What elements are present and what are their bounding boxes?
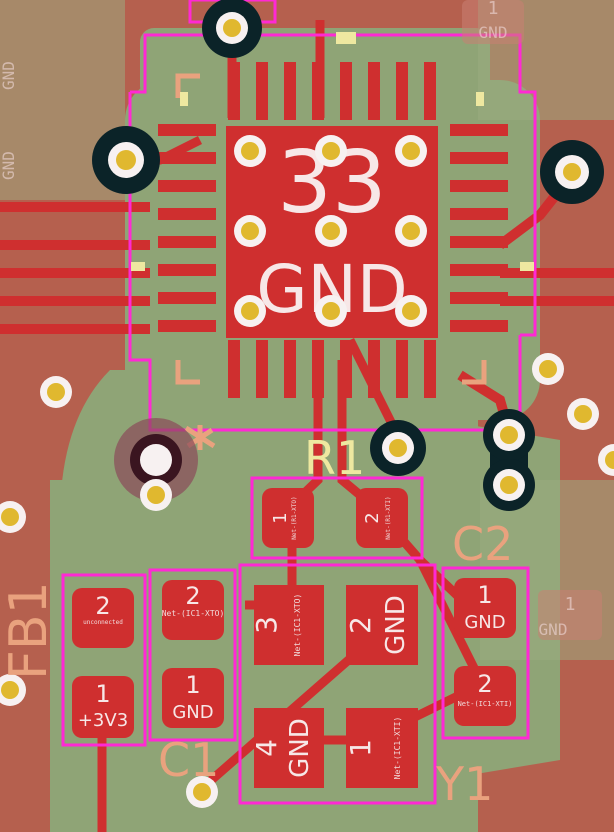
ref-c1: C1	[158, 733, 219, 787]
pad-r-2-net: Net-(R1-XTI)	[385, 496, 392, 539]
pad-r-2[interactable]: 2 Net-(R1-XTI)	[356, 488, 408, 548]
via-center-bottom[interactable]	[370, 420, 426, 476]
via-pair-right[interactable]	[483, 409, 535, 511]
svg-text:GND: GND	[0, 61, 18, 90]
stitching-vias[interactable]	[0, 353, 614, 808]
pad-c1-2-net: Net-(IC1-XTO)	[162, 609, 225, 618]
ref-y1: Y1	[435, 757, 493, 811]
pad-r-1-num: 1	[270, 512, 291, 523]
pad-c1-1-net: GND	[172, 702, 213, 723]
pad-c2-1-net: GND	[464, 612, 505, 633]
pad-y1-4-net: GND	[285, 718, 315, 778]
ref-r1: R1	[304, 431, 365, 485]
via-purple[interactable]	[114, 418, 198, 511]
pad-c-left-1-num: 1	[95, 680, 110, 708]
ic-bottom-pins	[228, 340, 436, 398]
pad-c2-2[interactable]: 2 Net-(IC1-XTI)	[454, 666, 516, 726]
silk-yellow-ticks	[131, 32, 534, 271]
via-top[interactable]	[202, 0, 262, 58]
pad-r-2-num: 2	[362, 512, 383, 523]
pad-c1-2-num: 2	[185, 582, 200, 610]
pad-c2-2-net: Net-(IC1-XTI)	[458, 700, 513, 708]
pad-r-1-net: Net-(R1-XTO)	[291, 496, 298, 539]
pad-c-left-1-net: +3V3	[78, 710, 128, 731]
svg-text:GND: GND	[0, 151, 18, 180]
via-left[interactable]	[92, 126, 160, 194]
pad-y1-2[interactable]: 2 GND	[344, 585, 418, 665]
svg-text:GND: GND	[539, 620, 568, 639]
pad-y1-3-net: Net-(IC1-XTO)	[293, 594, 302, 657]
pad-y1-4[interactable]: 4 GND	[250, 708, 324, 788]
pad-c1-1-num: 1	[185, 671, 200, 699]
pad-c2-1[interactable]: 1 GND	[454, 578, 516, 638]
pad-c-left-1[interactable]: 1 +3V3	[72, 676, 134, 738]
courtyard-outlines	[61, 0, 537, 805]
pad-y1-1-net: Net-(IC1-XTI)	[393, 717, 402, 780]
ic-right-pins	[450, 124, 508, 332]
pad-y1-3[interactable]: 3 Net-(IC1-XTO)	[250, 585, 324, 665]
pad-c-left-2[interactable]: 2 unconnected	[72, 588, 134, 648]
pad-y1-3-num: 3	[250, 616, 283, 634]
ic-top-pins	[228, 62, 436, 120]
pad-c-left-2-net: unconnected	[83, 619, 123, 626]
ref-c2: C2	[452, 517, 513, 571]
svg-text:1: 1	[565, 594, 576, 615]
pad-y1-2-num: 2	[344, 616, 377, 634]
pad-y1-1-num: 1	[344, 739, 377, 757]
pad-r-1[interactable]: 1 Net-(R1-XTO)	[262, 488, 314, 548]
background-pads: 1 GND 1 GND GND GND	[0, 0, 602, 640]
thermal-vias	[234, 135, 427, 327]
pad-y1-1[interactable]: 1 Net-(IC1-XTI)	[344, 708, 418, 788]
pad-c2-2-num: 2	[477, 670, 492, 698]
pad-c1-1[interactable]: 1 GND	[162, 668, 224, 728]
ic-left-pins	[158, 124, 216, 332]
pad-c-left-2-num: 2	[95, 592, 110, 620]
svg-text:GND: GND	[479, 23, 508, 42]
pad-y1-4-num: 4	[250, 739, 283, 757]
svg-text:1: 1	[488, 0, 499, 19]
ref-fb1: FB1	[0, 581, 59, 680]
via-right[interactable]	[540, 140, 604, 204]
pad-y1-2-net: GND	[381, 595, 411, 655]
pad-c2-1-num: 1	[477, 581, 492, 609]
left-trace-bundle	[0, 202, 150, 334]
pad-c1-2[interactable]: 2 Net-(IC1-XTO)	[162, 580, 225, 640]
